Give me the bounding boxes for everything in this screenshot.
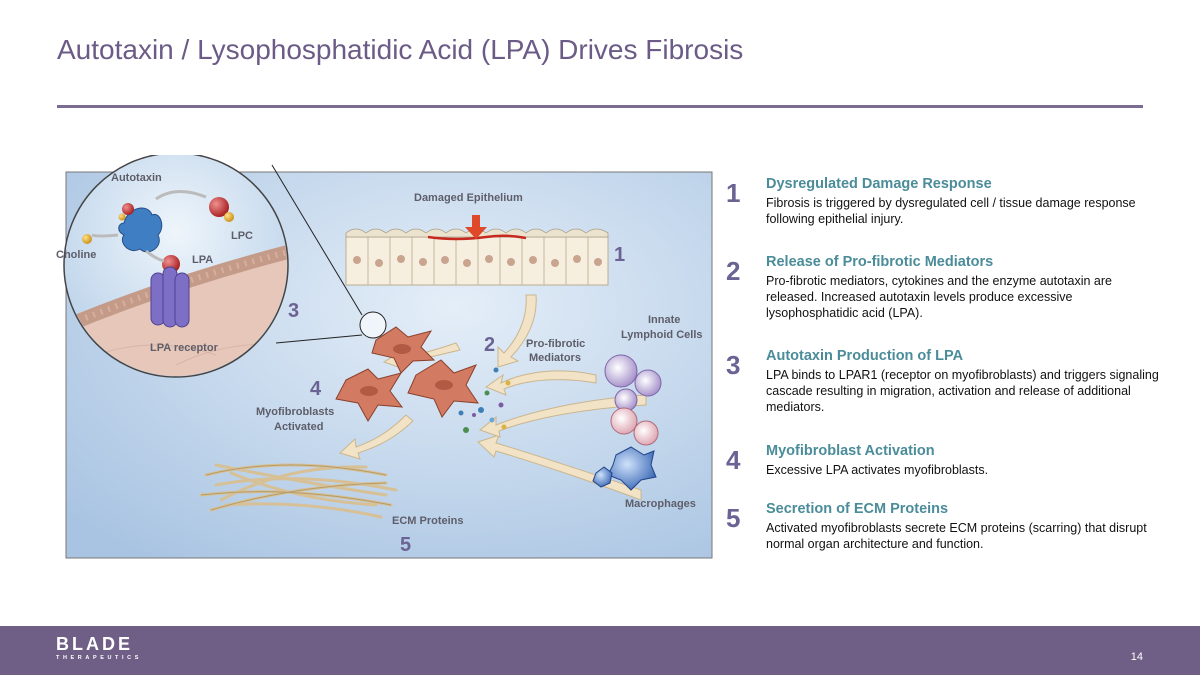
diagram-number-3: 3 (288, 300, 299, 322)
fibrosis-diagram: Autotaxin LPC Choline LPA LPA receptor D… (56, 155, 716, 565)
diagram-number-2: 2 (484, 334, 495, 356)
step-heading: Release of Pro-fibrotic Mediators (766, 254, 994, 270)
step-body: LPA binds to LPAR1 (receptor on myofibro… (766, 368, 1159, 414)
label-innate-2: Lymphoid Cells (621, 329, 703, 341)
step-number: 2 (726, 256, 741, 286)
innate-lymphoid-cells (604, 354, 662, 446)
step-heading: Autotaxin Production of LPA (766, 348, 964, 364)
step-heading: Myofibroblast Activation (766, 443, 935, 459)
label-macrophages: Macrophages (625, 498, 696, 510)
diagram-number-5: 5 (400, 534, 411, 556)
step-heading: Secretion of ECM Proteins (766, 501, 949, 517)
diagram-number-1: 1 (614, 244, 625, 266)
step-number: 1 (726, 178, 741, 208)
label-myofibroblasts-1: Myofibroblasts (256, 406, 334, 418)
zoom-connector (271, 164, 387, 344)
logo-sub-text: THERAPEUTICS (56, 655, 142, 661)
label-lpa: LPA (192, 254, 213, 266)
step-heading: Dysregulated Damage Response (766, 176, 992, 192)
label-choline: Choline (56, 249, 96, 261)
label-damaged-epithelium: Damaged Epithelium (414, 192, 523, 204)
label-innate-1: Innate (648, 314, 680, 326)
footer-bar: BLADE THERAPEUTICS 14 (0, 626, 1200, 675)
label-lpa-receptor: LPA receptor (150, 342, 219, 354)
step-body: Pro-fibrotic mediators, cytokines and th… (766, 274, 1113, 320)
blade-logo: BLADE THERAPEUTICS (56, 634, 142, 662)
logo-main-text: BLADE (56, 634, 133, 654)
step-number: 5 (726, 503, 741, 533)
myofibroblasts (335, 326, 479, 422)
label-ecm-proteins: ECM Proteins (392, 515, 464, 527)
damaged-epithelium (345, 228, 609, 286)
diagram-number-4: 4 (310, 378, 322, 400)
step-body: Excessive LPA activates myofibroblasts. (766, 463, 989, 477)
label-autotaxin: Autotaxin (111, 172, 162, 184)
step-number: 3 (726, 350, 741, 380)
page-number: 14 (1130, 651, 1143, 663)
label-pro-fibrotic-1: Pro-fibrotic (526, 338, 585, 350)
title-divider (57, 105, 1143, 108)
step-body: Fibrosis is triggered by dysregulated ce… (766, 196, 1136, 226)
fibrosis-illustration: Autotaxin LPC Choline LPA LPA receptor D… (56, 155, 713, 559)
slide-title: Autotaxin / Lysophosphatidic Acid (LPA) … (57, 34, 744, 65)
label-pro-fibrotic-2: Mediators (529, 352, 581, 364)
pro-fibrotic-mediators-dots (458, 367, 511, 433)
label-lpc: LPC (231, 230, 253, 242)
damage-arrow-icon (465, 215, 487, 239)
step-number: 4 (726, 445, 741, 475)
step-body: Activated myofibroblasts secrete ECM pro… (766, 521, 1147, 551)
macrophages (592, 446, 657, 491)
label-myofibroblasts-2: Activated (274, 421, 324, 433)
